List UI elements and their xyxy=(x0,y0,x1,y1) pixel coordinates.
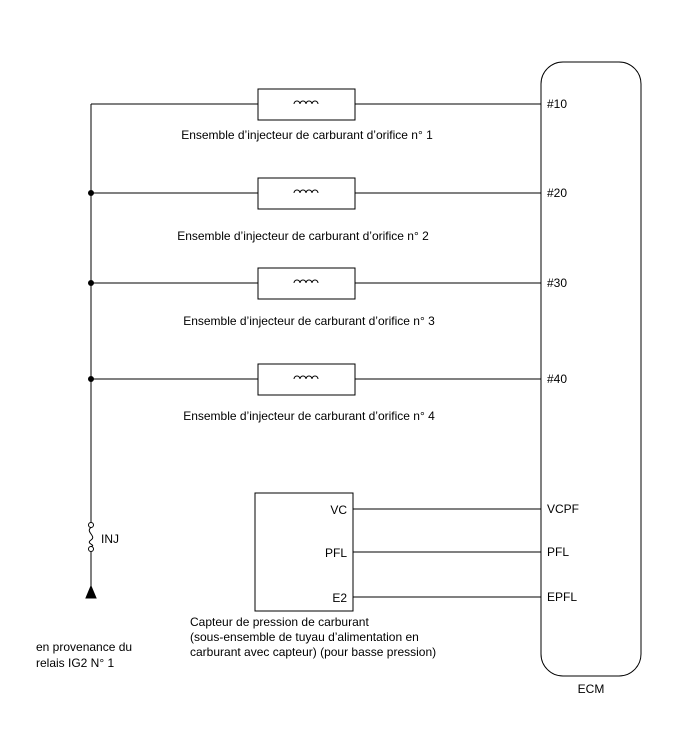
source-label-line-2: relais IG2 N° 1 xyxy=(36,656,114,670)
ecm-label: ECM xyxy=(578,682,605,696)
injector-4-pin: #40 xyxy=(547,372,567,386)
sensor-label-line-3: carburant avec capteur) (pour basse pres… xyxy=(190,645,436,659)
ecm-pin-pfl: PFL xyxy=(547,545,569,559)
source-arrow-icon xyxy=(85,584,97,599)
sensor-label-line-1: Capteur de pression de carburant xyxy=(190,615,369,629)
injector-2-label: Ensemble d’injecteur de carburant d’orif… xyxy=(177,229,429,243)
sensor-pin-pfl: PFL xyxy=(325,546,347,560)
sensor-label-line-2: (sous-ensemble de tuyau d’alimentation e… xyxy=(190,630,419,644)
injector-3 xyxy=(88,267,541,300)
ecm-pin-epfl: EPFL xyxy=(547,590,577,604)
injector-4-label: Ensemble d’injecteur de carburant d’orif… xyxy=(183,409,435,423)
source-label-line-1: en provenance du xyxy=(36,640,132,654)
sensor-pin-e2: E2 xyxy=(332,591,347,605)
fuse-label: INJ xyxy=(101,532,119,546)
coil-icon xyxy=(293,279,319,284)
injector-4 xyxy=(88,363,541,396)
injector-3-label: Ensemble d’injecteur de carburant d’orif… xyxy=(183,314,435,328)
sensor-pin-vc: VC xyxy=(330,503,347,517)
fuel-pressure-sensor-box xyxy=(254,492,354,612)
coil-icon xyxy=(293,189,319,194)
injector-1-label: Ensemble d’injecteur de carburant d’orif… xyxy=(181,128,433,142)
coil-icon xyxy=(293,100,319,105)
injector-1-pin: #10 xyxy=(547,97,567,111)
fuse-inj xyxy=(88,522,94,552)
injector-1 xyxy=(91,88,541,121)
injector-2 xyxy=(88,177,541,210)
injector-2-pin: #20 xyxy=(547,186,567,200)
coil-icon xyxy=(293,375,319,380)
injector-3-pin: #30 xyxy=(547,276,567,290)
ecm-box xyxy=(540,61,642,677)
ecm-pin-vcpf: VCPF xyxy=(547,502,579,516)
